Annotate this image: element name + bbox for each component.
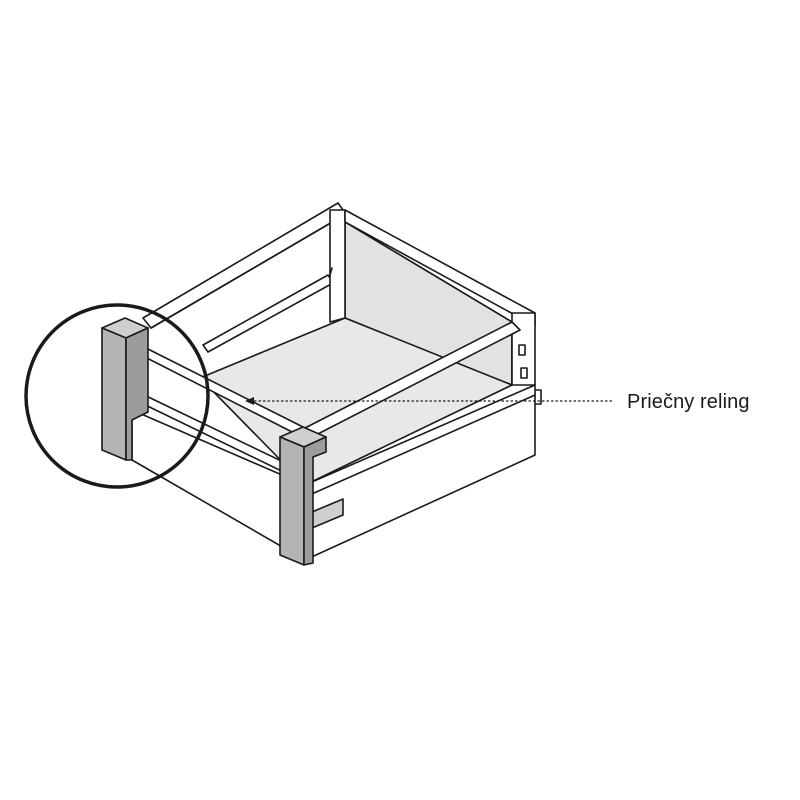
- left-upper-rail: [142, 202, 347, 329]
- back-left-upright: [329, 209, 346, 323]
- callout-label: Priečny reling: [627, 391, 750, 413]
- left-post-side: [125, 327, 149, 461]
- left-post-front: [101, 327, 127, 461]
- detail-circle: [24, 303, 210, 489]
- right-post-front: [279, 436, 305, 566]
- right-post-side: [303, 436, 327, 566]
- left-rail-inner-line: [150, 213, 347, 329]
- callout-arrow-icon: [245, 397, 254, 405]
